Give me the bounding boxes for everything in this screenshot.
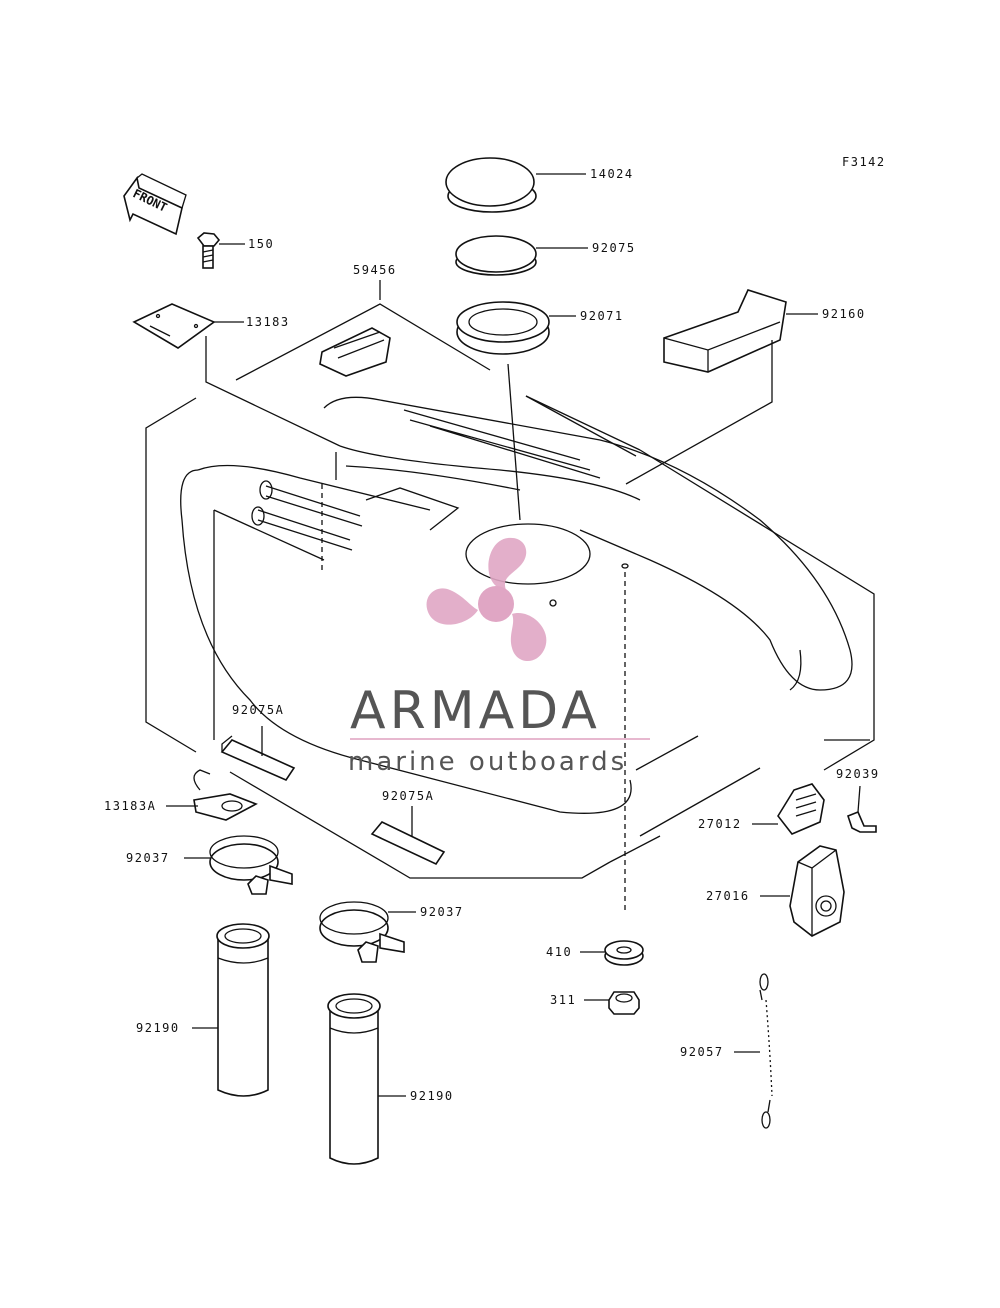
armada-watermark: ARMADA marine outboards bbox=[348, 537, 650, 777]
label-59456: 59456 bbox=[353, 263, 397, 277]
label-92075A-right: 92075A bbox=[382, 789, 434, 803]
label-27012: 27012 bbox=[698, 817, 742, 831]
label-92039: 92039 bbox=[836, 767, 880, 781]
clamp-92037-right: 92037 bbox=[319, 901, 464, 963]
clamp-92037-left: 92037 bbox=[126, 835, 293, 895]
latch-base-27016: 27016 bbox=[706, 845, 845, 937]
label-410: 410 bbox=[546, 945, 572, 959]
washer-410: 410 bbox=[546, 940, 644, 966]
label-92071: 92071 bbox=[580, 309, 624, 323]
label-92037-left: 92037 bbox=[126, 851, 170, 865]
watermark-tagline: marine outboards bbox=[348, 747, 627, 777]
hull-cover bbox=[145, 303, 875, 879]
label-14024: 14024 bbox=[590, 167, 634, 181]
bracket-13183: 13183 bbox=[132, 303, 290, 349]
label-13183: 13183 bbox=[246, 315, 290, 329]
gasket-92075: 92075 bbox=[455, 235, 636, 276]
figure-code: F3142 bbox=[842, 155, 886, 169]
label-150: 150 bbox=[248, 237, 274, 251]
label-92075: 92075 bbox=[592, 241, 636, 255]
hose-92190-left: 92190 bbox=[136, 923, 270, 1097]
bolt-150: 150 bbox=[196, 232, 274, 269]
label-92160: 92160 bbox=[822, 307, 866, 321]
pad-59456: 59456 bbox=[319, 263, 397, 377]
cap-14024: 14024 bbox=[445, 157, 634, 213]
bracket-13183A: 13183A bbox=[104, 769, 258, 821]
label-92190-left: 92190 bbox=[136, 1021, 180, 1035]
pin-92039: 92039 bbox=[836, 767, 880, 833]
watermark-rule bbox=[350, 738, 650, 740]
chain-92057: 92057 bbox=[680, 973, 773, 1129]
nut-311: 311 bbox=[550, 991, 640, 1015]
strip-92075A-left: 92075A bbox=[220, 703, 296, 782]
hose-92190-right: 92190 bbox=[327, 993, 454, 1165]
label-92037-right: 92037 bbox=[420, 905, 464, 919]
label-92190-right: 92190 bbox=[410, 1089, 454, 1103]
latch-27012: 27012 bbox=[698, 783, 825, 835]
cushion-92160: 92160 bbox=[625, 289, 866, 485]
label-27016: 27016 bbox=[706, 889, 750, 903]
label-13183A: 13183A bbox=[104, 799, 156, 813]
propeller-logo-icon bbox=[426, 537, 547, 662]
ring-92071: 92071 bbox=[456, 301, 624, 521]
label-311: 311 bbox=[550, 993, 576, 1007]
label-92075A-left: 92075A bbox=[232, 703, 284, 717]
watermark-brand: ARMADA bbox=[350, 681, 601, 741]
front-arrow-icon: FRONT bbox=[123, 173, 187, 236]
strip-92075A-right: 92075A bbox=[370, 789, 446, 866]
label-92057: 92057 bbox=[680, 1045, 724, 1059]
